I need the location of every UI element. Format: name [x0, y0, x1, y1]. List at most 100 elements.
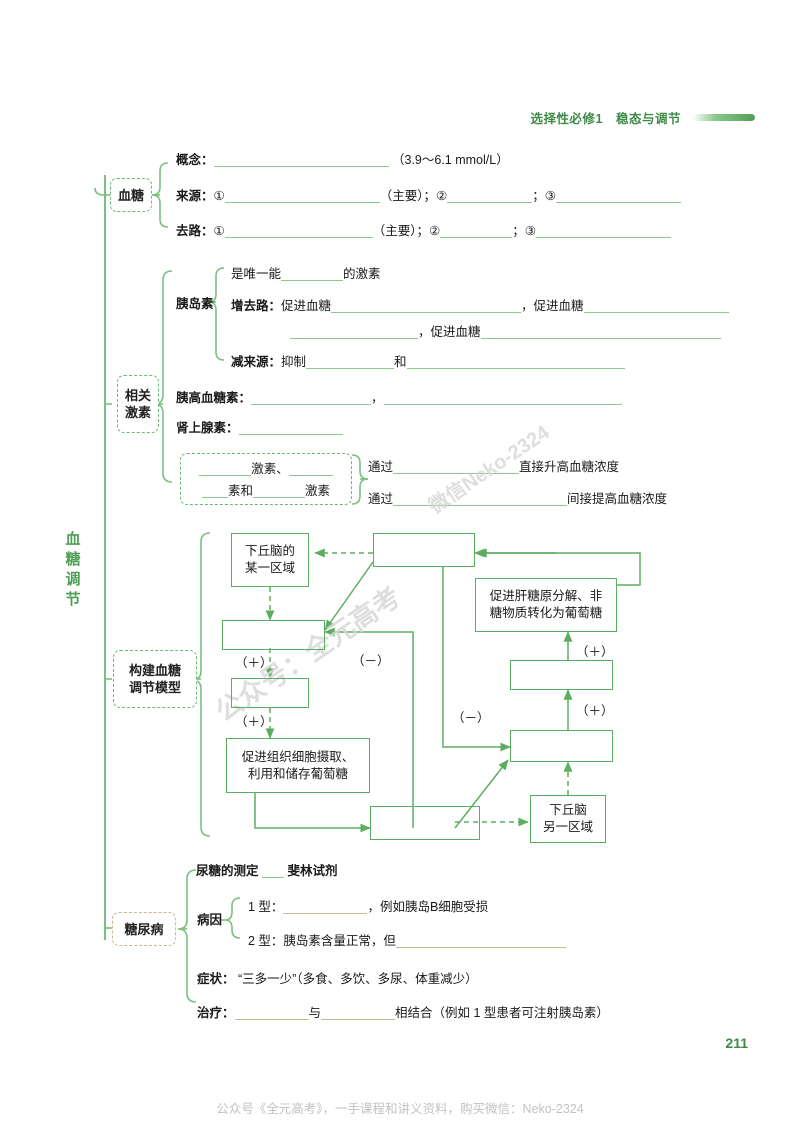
root-label: 血糖调节 — [65, 531, 81, 608]
header-title: 选择性必修1 稳态与调节 — [530, 112, 681, 126]
hormone-effect-via-0: 通过 — [368, 460, 394, 474]
page-header: 选择性必修1 稳态与调节 — [531, 108, 755, 127]
hormone-effect-row-0: 通过直接升高血糖浓度 — [368, 458, 619, 475]
flow-tissue-line2: 利用和储存葡萄糖 — [247, 766, 348, 781]
cause-type2-row: 2 型：胰岛素含量正常，但 — [248, 932, 566, 949]
type1-tail: ，例如胰岛B细胞受损 — [367, 900, 489, 914]
concept-label: 概念： — [176, 153, 214, 167]
flow-liver-line1: 促进肝糖原分解、非 — [489, 589, 603, 603]
insulin-line3-a: ，促进血糖 — [418, 325, 481, 339]
source-blank-2[interactable] — [447, 187, 533, 203]
insulin-blank-3[interactable] — [583, 297, 729, 313]
flow-box-hypothalamus-a[interactable]: 下丘脑的 某一区域 — [231, 533, 309, 587]
type2-blank[interactable] — [395, 932, 566, 948]
flow-box-empty-mid-right[interactable] — [510, 660, 613, 690]
sign-minus-2: （－） — [452, 711, 490, 725]
path-blank-2[interactable] — [440, 222, 513, 238]
symptom-row: 症状： “三多一少”（多食、多饮、多尿、体重减少） — [197, 971, 478, 987]
row-source: 来源：①（主要）；②；③ — [176, 187, 681, 204]
path-marker-3: ③ — [524, 224, 536, 238]
hormone-blank-1[interactable] — [199, 460, 252, 476]
urine-test-reagent: 斐林试剂 — [287, 864, 338, 878]
source-label: 来源： — [176, 189, 214, 203]
hormone-blank-3[interactable] — [201, 482, 228, 498]
source-marker-3: ③ — [544, 189, 556, 203]
hormone-effect-via-1: 通过 — [368, 492, 394, 506]
hormone-box-line2-a: 素和 — [227, 484, 253, 498]
concept-unit: （3.9～6.1 mmol/L） — [392, 153, 509, 167]
type1-blank[interactable] — [283, 898, 368, 914]
glucagon-blank-2[interactable] — [383, 389, 622, 405]
node-model-line1: 构建血糖 — [128, 663, 181, 678]
node-diabetes[interactable]: 糖尿病 — [112, 912, 176, 946]
insulin-line1-a: 是唯一能 — [231, 267, 282, 281]
flow-box-tissue-uptake[interactable]: 促进组织细胞摄取、 利用和储存葡萄糖 — [226, 738, 370, 793]
sign-plus-3: （＋） — [576, 645, 614, 659]
node-diabetes-label: 糖尿病 — [124, 921, 164, 937]
sign-plus-2: （＋） — [235, 715, 273, 729]
root-spine — [104, 175, 106, 940]
hormone-effect-row-1: 通过 间接提高血糖浓度 — [368, 490, 667, 507]
flow-box-empty-mid-left[interactable] — [222, 620, 325, 650]
source-blank-1[interactable] — [224, 187, 380, 203]
sign-minus-1: （－） — [352, 654, 390, 668]
flow-box-empty-lower-left[interactable] — [231, 678, 309, 708]
hormone-effect-text-1: 间接提高血糖浓度 — [567, 492, 668, 506]
insulin-blank-7[interactable] — [406, 353, 625, 369]
flow-hypothalamus-a-line2: 某一区域 — [244, 561, 295, 575]
insulin-blank-6[interactable] — [306, 353, 395, 369]
insulin-line-4: 减来源：抑制和 — [231, 353, 625, 370]
glucagon-label: 胰高血糖素： — [176, 391, 252, 405]
path-blank-3[interactable] — [535, 222, 671, 238]
insulin-line2-a: 促进血糖 — [281, 299, 332, 313]
glucagon-sep: ， — [371, 391, 384, 405]
insulin-name-label: 胰岛素 — [176, 297, 214, 311]
flow-box-empty-lower-right[interactable] — [510, 730, 613, 762]
urine-test-row: 尿糖的测定 斐林试剂 — [196, 862, 338, 879]
insulin-decrease-label: 减来源： — [231, 355, 282, 369]
insulin-blank-5[interactable] — [480, 323, 721, 339]
urine-test-blank[interactable] — [262, 862, 284, 878]
insulin-name: 胰岛素 — [176, 296, 214, 312]
hormone-blank-4[interactable] — [253, 482, 305, 498]
source-main-note: （主要）； — [379, 189, 436, 203]
insulin-blank-2[interactable] — [331, 297, 522, 313]
hormone-box-line2-b: 激素 — [305, 484, 331, 498]
hormone-effect-blank-0[interactable] — [393, 458, 520, 474]
flow-box-hypothalamus-b[interactable]: 下丘脑 另一区域 — [530, 795, 606, 843]
node-model[interactable]: 构建血糖 调节模型 — [113, 650, 197, 708]
node-blood-sugar[interactable]: 血糖 — [110, 178, 152, 212]
flow-hypothalamus-a-line1: 下丘脑的 — [244, 544, 295, 558]
node-model-line2: 调节模型 — [128, 680, 181, 695]
flow-box-bottom-middle[interactable] — [370, 806, 480, 840]
insulin-line-2: 增去路：促进血糖，促进血糖 — [231, 297, 729, 314]
node-related-hormone[interactable]: 相关 激素 — [117, 375, 159, 433]
path-blank-1[interactable] — [224, 222, 373, 238]
insulin-blank-1[interactable] — [281, 265, 344, 281]
glucagon-blank-1[interactable] — [251, 389, 372, 405]
treatment-label: 治疗： — [197, 1006, 235, 1020]
insulin-blank-4[interactable] — [290, 323, 418, 339]
treatment-blank-2[interactable] — [321, 1004, 396, 1020]
flow-tissue-line1: 促进组织细胞摄取、 — [241, 749, 355, 764]
flow-box-liver-glycogen[interactable]: 促进肝糖原分解、非 糖物质转化为葡萄糖 — [475, 578, 617, 632]
adrenaline-row: 肾上腺素： — [176, 419, 343, 436]
concept-blank[interactable] — [213, 151, 389, 167]
source-marker-1: ① — [213, 189, 225, 203]
treatment-row: 治疗：与相结合（例如 1 型患者可注射胰岛素） — [197, 1004, 609, 1021]
insulin-increase-label: 增去路： — [231, 299, 282, 313]
row-concept: 概念： （3.9～6.1 mmol/L） — [176, 151, 509, 168]
insulin-line-3: ，促进血糖 — [290, 323, 721, 340]
hormone-blank-2[interactable] — [288, 460, 333, 476]
hormone-effect-blank-1[interactable] — [393, 490, 568, 506]
node-related-hormone-line2: 激素 — [125, 405, 152, 420]
adrenaline-blank[interactable] — [238, 419, 343, 435]
hormone-summary-box[interactable]: 激素、 素和激素 — [180, 453, 352, 505]
source-blank-3[interactable] — [555, 187, 681, 203]
adrenaline-label: 肾上腺素： — [176, 421, 239, 435]
path-marker-1: ① — [213, 224, 225, 238]
insulin-line1-b: 的激素 — [343, 267, 381, 281]
treatment-blank-1[interactable] — [234, 1004, 309, 1020]
flow-box-top-middle[interactable] — [373, 533, 475, 567]
